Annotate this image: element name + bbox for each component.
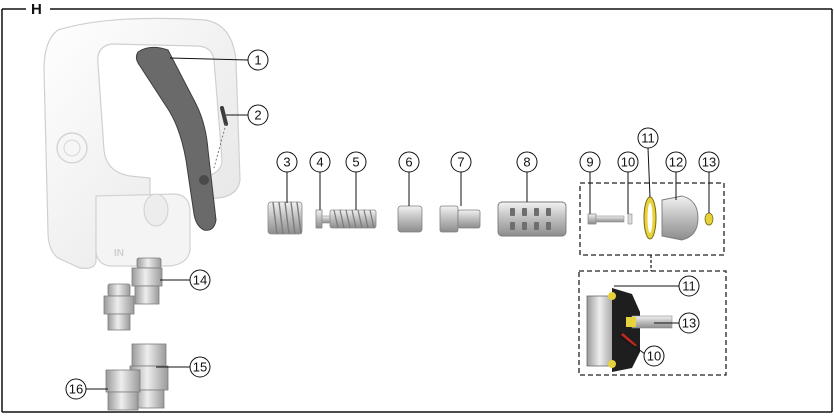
callout-number: 8 xyxy=(523,155,530,170)
oring-hole xyxy=(647,203,653,233)
callout-11-detail: 11 xyxy=(678,275,700,297)
callout-number: 12 xyxy=(669,155,683,170)
callout-13: 13 xyxy=(698,151,720,173)
callout-number: 15 xyxy=(193,360,207,375)
spring-part-5 xyxy=(329,209,377,229)
spring-part-3 xyxy=(267,201,303,235)
leader-lines xyxy=(86,57,710,390)
callout-3: 3 xyxy=(276,151,298,173)
callout-number: 5 xyxy=(352,155,359,170)
seal-part-10 xyxy=(627,213,633,225)
callout-number: 1 xyxy=(254,53,261,68)
assembled-valve-section xyxy=(586,288,673,372)
pin-part xyxy=(213,106,228,169)
callout-number: 11 xyxy=(682,279,696,294)
callout-number: 10 xyxy=(621,155,635,170)
callout-11: 11 xyxy=(637,127,659,149)
callout-number: 13 xyxy=(682,316,696,331)
callout-number: 16 xyxy=(69,382,83,397)
callout-5: 5 xyxy=(345,151,367,173)
callout-number: 13 xyxy=(702,155,716,170)
valve-housing-part-8 xyxy=(497,201,567,237)
sleeve-part-6 xyxy=(397,205,423,233)
callout-14: 14 xyxy=(189,269,211,291)
callout-4: 4 xyxy=(309,151,331,173)
callout-13-detail: 13 xyxy=(678,312,700,334)
callout-9: 9 xyxy=(579,151,601,173)
fitting-part-16 xyxy=(105,369,141,411)
callout-8: 8 xyxy=(516,151,538,173)
callout-2: 2 xyxy=(247,104,269,126)
callout-10: 10 xyxy=(617,151,639,173)
section-frame xyxy=(1,8,833,413)
callout-10-detail: 10 xyxy=(643,345,665,367)
callout-number: 11 xyxy=(641,131,655,146)
callout-12: 12 xyxy=(665,151,687,173)
fitting-part-14 xyxy=(103,257,163,331)
callout-number: 3 xyxy=(283,155,290,170)
callout-number: 7 xyxy=(457,155,464,170)
detail-box-top xyxy=(579,182,725,256)
pin-part-9 xyxy=(587,213,625,225)
cap-part-12 xyxy=(661,195,699,241)
callout-number: 4 xyxy=(316,155,323,170)
callout-1: 1 xyxy=(247,49,269,71)
piston-part-7 xyxy=(439,205,481,233)
callout-6: 6 xyxy=(398,151,420,173)
callout-number: 14 xyxy=(193,273,207,288)
handle-marking: IN xyxy=(114,248,124,259)
callout-number: 9 xyxy=(586,155,593,170)
seal-part-13 xyxy=(704,212,714,226)
detail-box-bottom xyxy=(578,270,727,376)
callout-number: 2 xyxy=(254,108,261,123)
section-label: H xyxy=(31,1,42,18)
callout-7: 7 xyxy=(450,151,472,173)
callout-number: 10 xyxy=(647,349,661,364)
gun-body: IN xyxy=(43,17,241,269)
callout-number: 6 xyxy=(405,155,412,170)
callout-16: 16 xyxy=(65,378,87,400)
trigger-pivot xyxy=(199,175,209,185)
callout-15: 15 xyxy=(189,356,211,378)
trigger-part xyxy=(135,46,217,231)
